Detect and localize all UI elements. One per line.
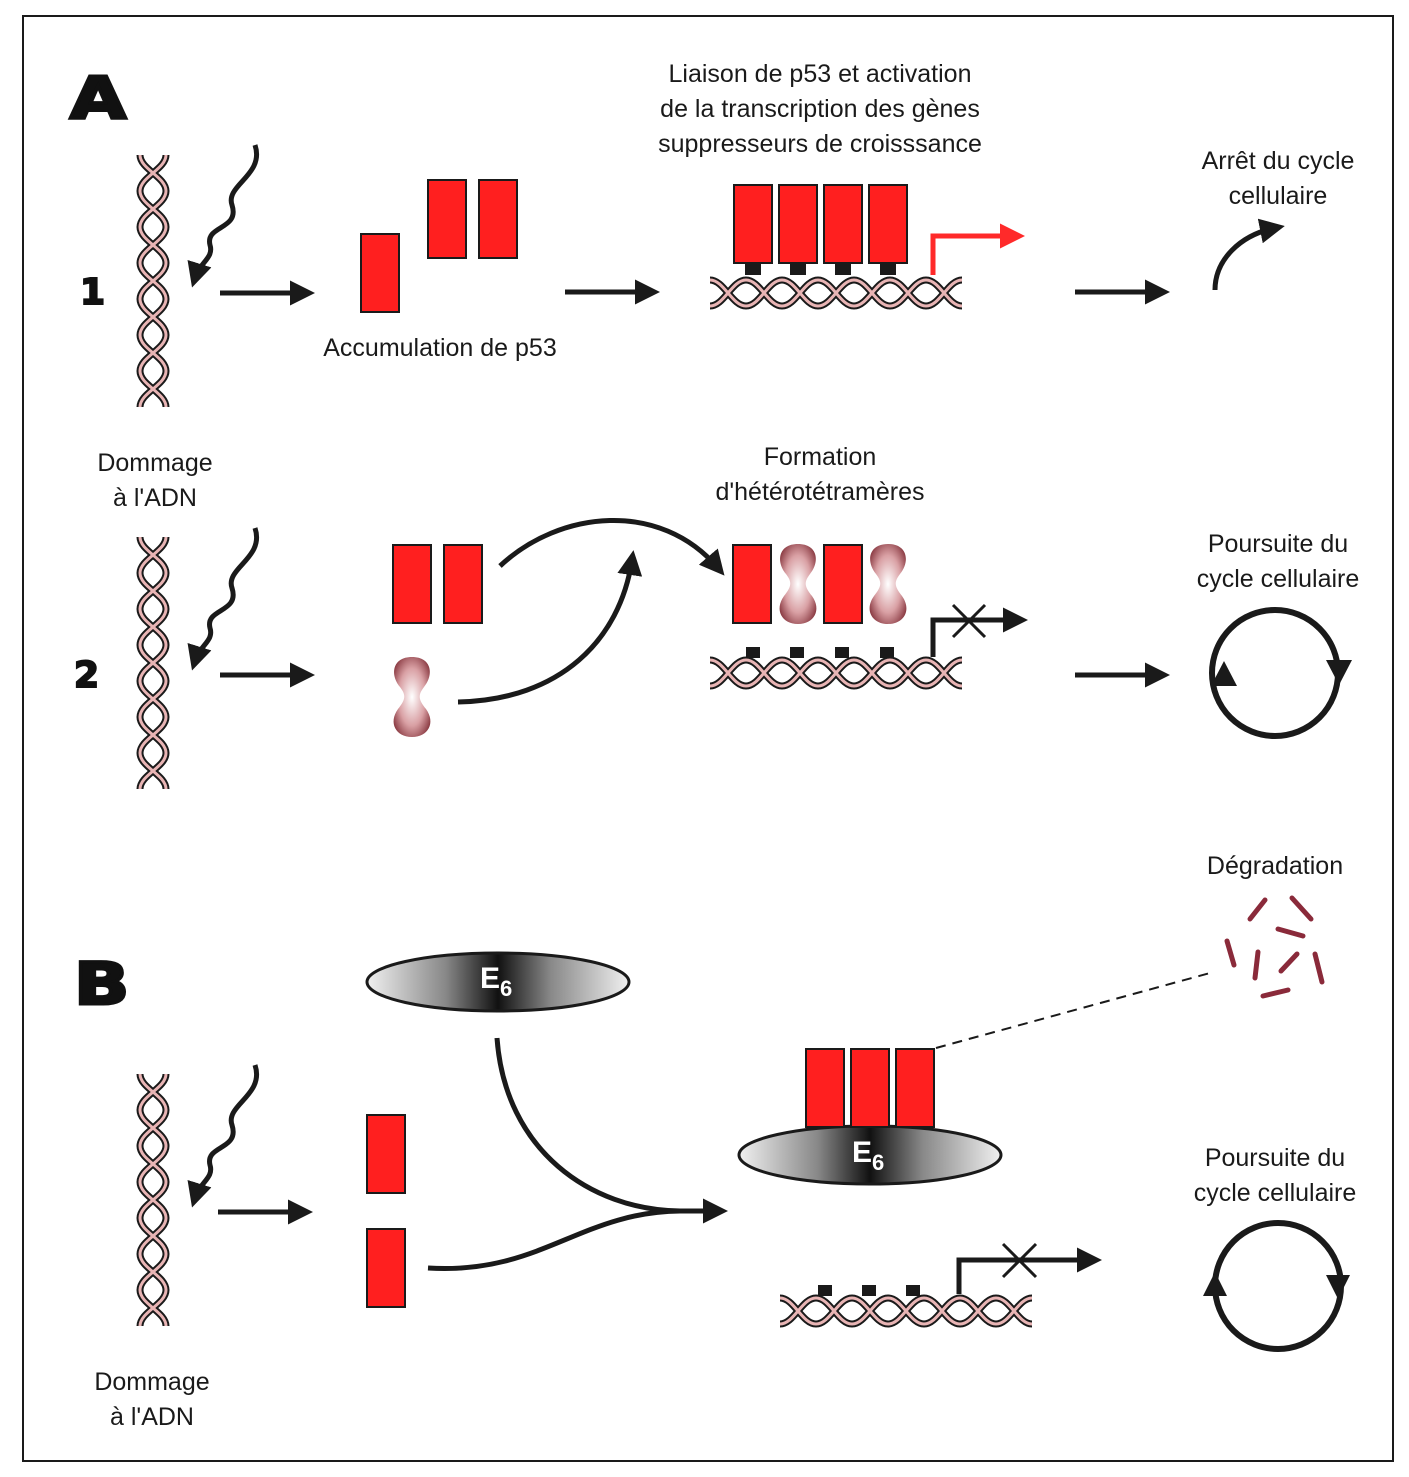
panel-label-a: A bbox=[68, 63, 128, 134]
degradation-fragments-icon bbox=[1224, 895, 1325, 999]
binding-activation-label: Liaison de p53 et activation de la trans… bbox=[600, 57, 1040, 162]
row-number-1: 1 bbox=[79, 271, 106, 314]
e6-protein-free bbox=[365, 951, 631, 1013]
e6-label-free: E6 bbox=[480, 962, 512, 1002]
dna-helix-promoter-a1 bbox=[710, 280, 962, 306]
dna-damage-label-line2: à l'ADN bbox=[110, 1403, 194, 1431]
p53-monomers-b bbox=[366, 1114, 406, 1308]
radiation-arrow-a2 bbox=[187, 527, 260, 671]
arrow-mutant-to-complex bbox=[457, 550, 643, 705]
dna-damage-label-a: Dommage à l'ADN bbox=[55, 446, 255, 516]
p53-monomer bbox=[360, 233, 400, 313]
transcription-active-arrow bbox=[930, 223, 1025, 275]
cell-cycle-arrest-icon bbox=[1212, 218, 1285, 291]
dna-helix-b bbox=[140, 1074, 166, 1326]
e6-label-text: E bbox=[480, 962, 501, 995]
blocked-x-icon bbox=[1001, 1242, 1038, 1279]
blocked-x-icon bbox=[951, 603, 987, 639]
dna-damage-label-b: Dommage à l'ADN bbox=[52, 1365, 252, 1435]
dna-helix-a2 bbox=[140, 537, 166, 789]
formation-label-line1: Formation bbox=[763, 443, 877, 471]
degradation-dashed-line bbox=[935, 972, 1211, 1049]
heterotetramer-label: Formation d'hétérotétramères bbox=[680, 440, 960, 510]
panel-label-b: B bbox=[72, 949, 131, 1020]
dna-binding-sites-b bbox=[818, 1285, 920, 1296]
continue-label-line2: cycle cellulaire bbox=[1196, 565, 1360, 593]
dna-damage-label-line1: Dommage bbox=[94, 1368, 210, 1396]
binding-label-line1: Liaison de p53 et activation bbox=[668, 60, 972, 88]
formation-label-line2: d'hétérotétramères bbox=[715, 478, 925, 506]
dna-damage-label-line2: à l'ADN bbox=[113, 484, 197, 512]
p53-dimer-wildtype bbox=[392, 544, 483, 624]
continue-label-line1: Poursuite du bbox=[1204, 1144, 1346, 1172]
radiation-arrow-b bbox=[187, 1064, 260, 1208]
p53-mutant bbox=[393, 657, 431, 737]
row-number-2: 2 bbox=[73, 654, 100, 697]
binding-label-line2: de la transcription des gènes bbox=[660, 95, 980, 123]
arrow-wildtype-to-complex bbox=[498, 517, 725, 576]
cell-cycle-continue-label-a: Poursuite du cycle cellulaire bbox=[1168, 527, 1388, 597]
cell-cycle-continue-label-b: Poursuite du cycle cellulaire bbox=[1165, 1141, 1385, 1211]
cell-cycle-continue-icon-b bbox=[1203, 1220, 1350, 1352]
radiation-arrow-a1 bbox=[187, 144, 260, 288]
p53-accumulation bbox=[360, 179, 518, 313]
transcription-blocked-arrow-a2 bbox=[930, 607, 1028, 657]
p53-monomer bbox=[478, 179, 518, 259]
arrest-label-line1: Arrêt du cycle bbox=[1201, 147, 1355, 175]
continue-label-line1: Poursuite du bbox=[1207, 530, 1349, 558]
dna-helix-a1 bbox=[140, 155, 166, 407]
hetero-tetramer bbox=[732, 544, 907, 624]
arrow-e6-to-complex bbox=[494, 1037, 681, 1214]
p53-e6-complex bbox=[805, 1048, 935, 1128]
e6-label-text: E bbox=[852, 1136, 873, 1169]
continue-label-line2: cycle cellulaire bbox=[1193, 1179, 1357, 1207]
cell-cycle-continue-icon-a2 bbox=[1209, 607, 1352, 739]
dna-helix-promoter-b bbox=[780, 1298, 1032, 1324]
dna-helix-promoter-a2 bbox=[710, 660, 962, 686]
arrest-label-line2: cellulaire bbox=[1228, 182, 1328, 210]
binding-label-line3: suppresseurs de croisssance bbox=[658, 130, 982, 158]
arrow-p53-to-complex bbox=[427, 1198, 728, 1272]
e6-label-bound: E6 bbox=[852, 1136, 884, 1176]
dna-binding-sites-a2 bbox=[746, 647, 894, 658]
accumulation-label: Accumulation de p53 bbox=[323, 334, 557, 362]
e6-label-subscript: 6 bbox=[872, 1150, 885, 1175]
p53-monomer bbox=[427, 179, 467, 259]
degradation-label: Dégradation bbox=[1206, 852, 1344, 880]
dna-damage-label-line1: Dommage bbox=[97, 449, 213, 477]
transcription-blocked-arrow-b bbox=[956, 1247, 1102, 1294]
e6-label-subscript: 6 bbox=[500, 976, 513, 1001]
p53-tetramer-bound bbox=[733, 184, 908, 275]
cell-cycle-arrest-label: Arrêt du cycle cellulaire bbox=[1168, 144, 1388, 214]
